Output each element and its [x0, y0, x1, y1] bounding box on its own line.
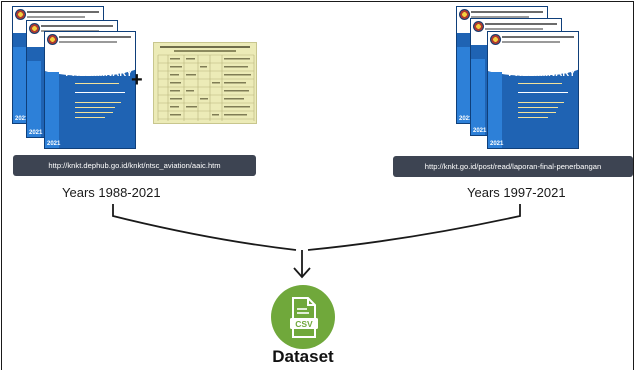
connector-left [112, 204, 297, 251]
csv-file-icon: CSV [271, 285, 335, 349]
year-range-right: Years 1997-2021 [467, 185, 566, 200]
report-title: PRELIMINARY [508, 68, 576, 79]
source-url-left[interactable]: http://knkt.dephub.go.id/knkt/ntsc_aviat… [13, 155, 256, 176]
report-cover-front-right: PRELIMINARY 2021 [487, 31, 579, 149]
plus-symbol: + [131, 69, 143, 91]
year-range-left: Years 1988-2021 [62, 185, 161, 200]
spreadsheet-thumbnail [153, 42, 257, 124]
source-url-right[interactable]: http://knkt.go.id/post/read/laporan-fina… [393, 156, 633, 177]
connector-right [307, 204, 521, 251]
arrow-head-icon [293, 267, 311, 279]
csv-icon-text: CSV [295, 319, 313, 329]
output-label: Dataset [272, 347, 334, 366]
report-title: PRELIMINARY [65, 68, 133, 79]
report-cover-front-left: PRELIMINARY 2021 [44, 31, 136, 149]
